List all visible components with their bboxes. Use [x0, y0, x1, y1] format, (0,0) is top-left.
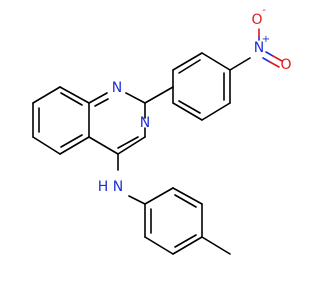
benzo-ring [32, 86, 90, 155]
nitro-o-top-charge: - [262, 5, 266, 16]
nitro-n-charge: + [262, 34, 270, 45]
n1-atom-label: N [112, 80, 122, 96]
amine-h-label: H [98, 179, 109, 195]
nitro-bonds [258, 28, 283, 68]
nitro-o-right-label: O [280, 57, 291, 73]
pyrimidine-ring [88, 92, 146, 155]
molecule-structure: N N N H N + O - O [32, 5, 292, 255]
nitrophenyl-ring [144, 52, 251, 121]
amine-link [117, 153, 146, 205]
nitro-o-top-label: O [251, 12, 262, 28]
nitro-n-label: N [254, 40, 264, 56]
tolyl-ring [144, 187, 231, 255]
n3-atom-label: N [140, 115, 150, 131]
amine-n-label: N [113, 179, 123, 195]
